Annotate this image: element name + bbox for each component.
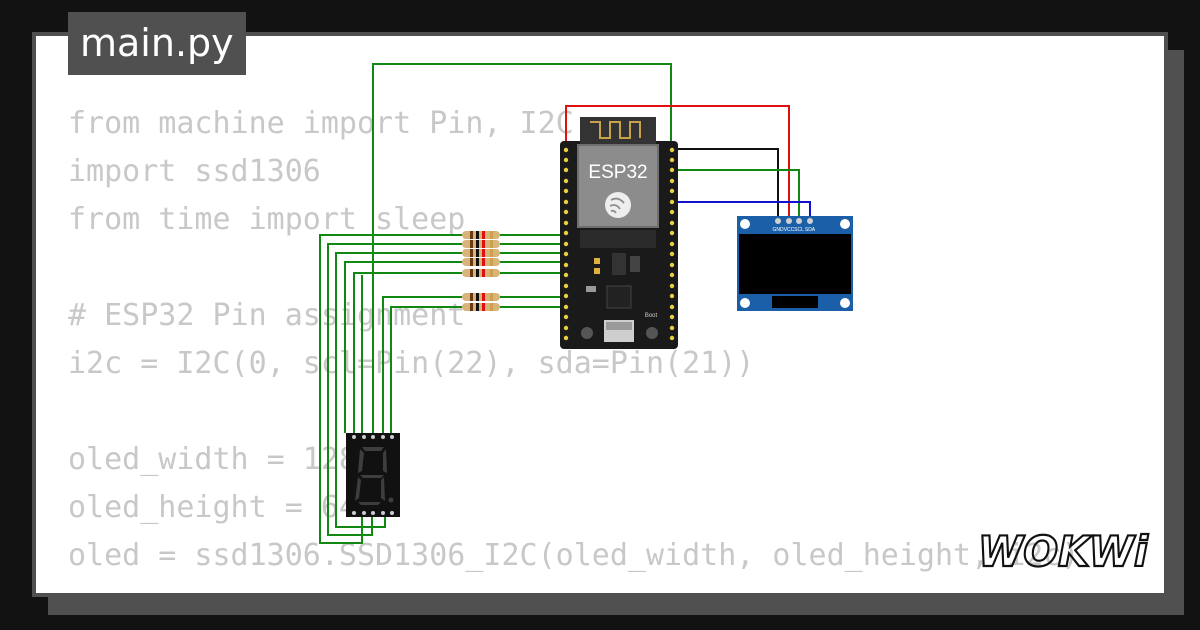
- esp32-label: ESP32: [588, 162, 647, 183]
- wokwi-logo-text: WOKWi: [978, 527, 1149, 576]
- wire-ground: [676, 148, 779, 220]
- code-line: from time import sleep: [68, 202, 466, 237]
- oled-display: GND VCC SCL SDA: [737, 216, 853, 311]
- code-line: i2c = I2C(0, scl=Pin(22), sda=Pin(21)): [68, 346, 755, 381]
- boot-label: Boot: [645, 313, 658, 319]
- code-background: from machine import Pin, I2C import ssd13…: [68, 100, 1079, 580]
- wire-sda: [676, 201, 811, 220]
- code-line: oled_width = 128: [68, 442, 357, 477]
- filename-tab: main.py: [68, 12, 246, 75]
- code-line: from machine import Pin, I2C: [68, 106, 574, 141]
- wire-scl: [676, 169, 800, 220]
- esp32-board: ESP32 Boot: [560, 117, 678, 349]
- oled-pin-scl: SCL: [794, 227, 804, 233]
- oled-pin-vcc: VCC: [784, 227, 795, 233]
- resistor-array: [462, 231, 500, 311]
- code-line: oled = ssd1306.SSD1306_I2C(oled_width, o…: [68, 538, 1080, 573]
- code-line: # ESP32 Pin assignment: [68, 298, 466, 333]
- code-line: import ssd1306: [68, 154, 321, 189]
- wire-power: [565, 105, 790, 220]
- resistor-wires: [500, 234, 562, 308]
- oled-pin-sda: SDA: [805, 227, 816, 233]
- seven-segment-display: [346, 433, 400, 517]
- segment-wires: [319, 234, 462, 544]
- code-line: oled_height = 64: [68, 490, 357, 525]
- oled-pin-gnd: GND: [772, 227, 784, 233]
- wokwi-logo: WOKWi: [977, 526, 1150, 576]
- espressif-logo-icon: [605, 192, 631, 218]
- esp32-pin-headers: [563, 147, 675, 341]
